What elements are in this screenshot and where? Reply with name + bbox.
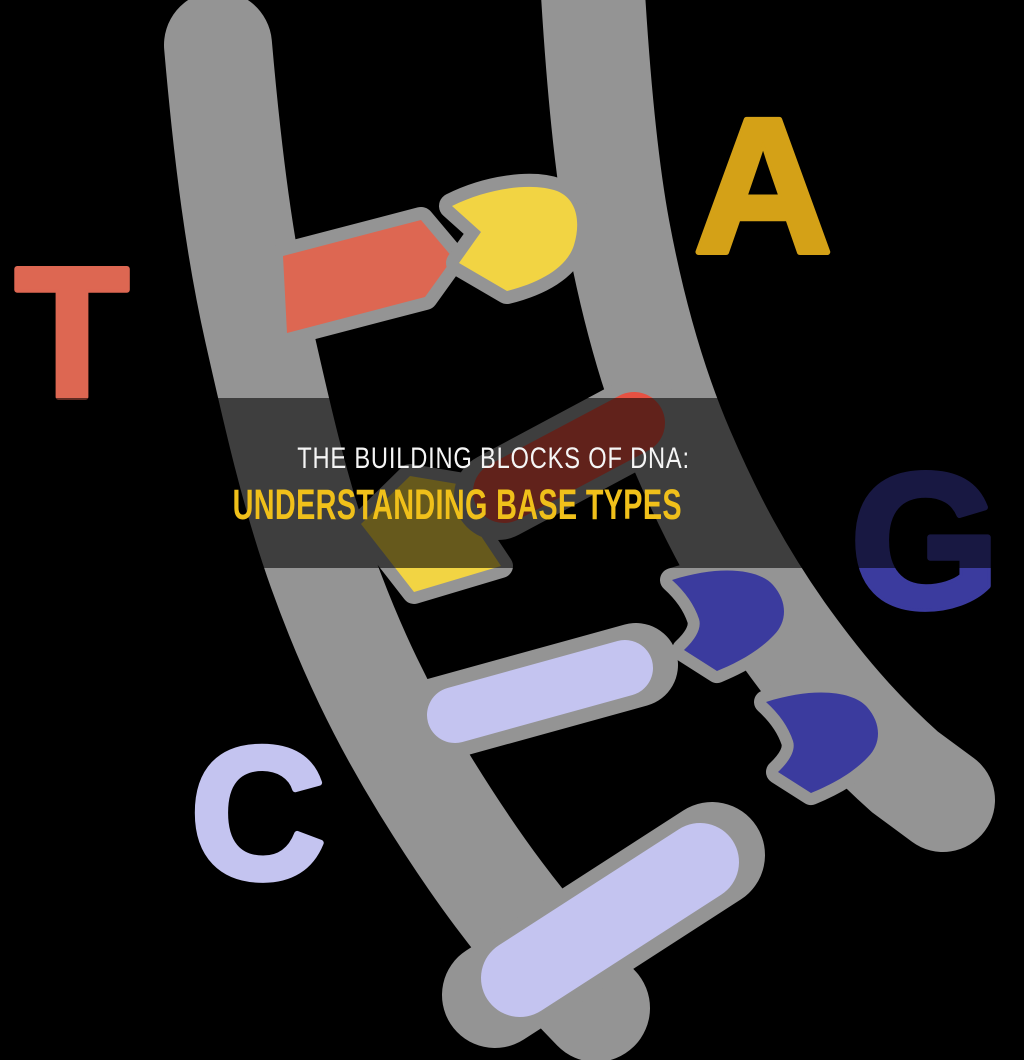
letter-a: A [694,78,833,293]
banner-title-line1: THE BUILDING BLOCKS OF DNA: [297,442,691,475]
left-rail [164,0,650,1060]
guanine-base-shape [672,570,784,671]
cytosine-base-shape [427,640,653,743]
adenine-base-shape [452,186,578,291]
banner-title-line2: UNDERSTANDING BASE TYPES [232,481,682,529]
letter-c: C [190,708,326,918]
rung-3-cytosine-guanine [366,558,796,770]
cytosine-base-shape [481,823,739,1017]
rung-4-cytosine-guanine [442,680,890,1048]
rung-1-thymine-adenine [270,173,591,346]
thymine-base-shape [283,220,453,333]
guanine-base-shape [766,692,878,793]
title-banner: THE BUILDING BLOCKS OF DNA: UNDERSTANDIN… [0,398,1024,568]
